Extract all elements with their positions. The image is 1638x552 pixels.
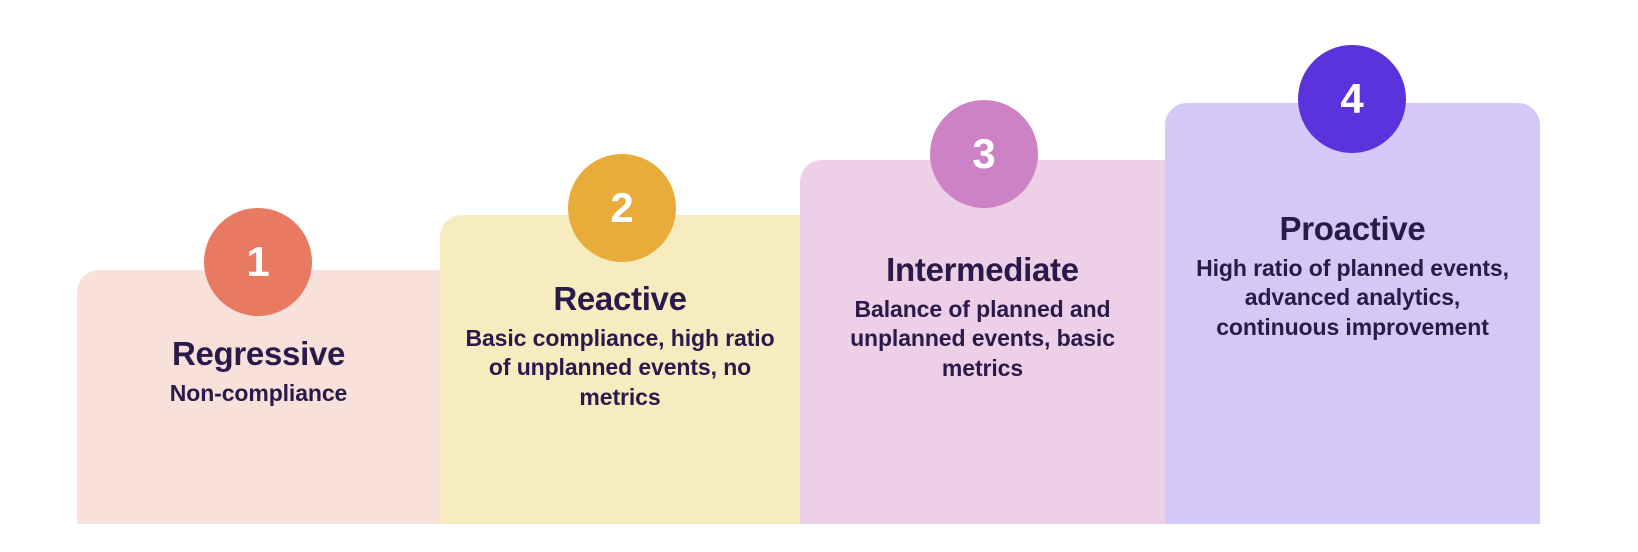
step-1-number-badge: 1 bbox=[204, 208, 312, 316]
step-3-text-block: Intermediate Balance of planned and unpl… bbox=[800, 251, 1165, 383]
step-3-number-badge: 3 bbox=[930, 100, 1038, 208]
maturity-step-4: Proactive High ratio of planned events, … bbox=[1165, 103, 1540, 524]
step-4-title: Proactive bbox=[1279, 210, 1426, 247]
maturity-step-2: Reactive Basic compliance, high ratio of… bbox=[440, 215, 800, 524]
step-2-text-block: Reactive Basic compliance, high ratio of… bbox=[440, 280, 800, 412]
step-2-number-badge: 2 bbox=[568, 154, 676, 262]
step-4-number-badge: 4 bbox=[1298, 45, 1406, 153]
maturity-step-3: Intermediate Balance of planned and unpl… bbox=[800, 160, 1165, 524]
step-2-description: Basic compliance, high ratio of unplanne… bbox=[465, 324, 775, 410]
step-4-description: High ratio of planned events, advanced a… bbox=[1196, 254, 1509, 340]
step-3-description: Balance of planned and unplanned events,… bbox=[850, 295, 1115, 381]
step-4-text-block: Proactive High ratio of planned events, … bbox=[1165, 210, 1540, 342]
step-1-description: Non-compliance bbox=[169, 379, 348, 406]
step-3-title: Intermediate bbox=[886, 251, 1079, 288]
step-1-title: Regressive bbox=[171, 335, 346, 372]
step-2-title: Reactive bbox=[553, 280, 687, 317]
step-1-text-block: Regressive Non-compliance bbox=[77, 335, 440, 408]
